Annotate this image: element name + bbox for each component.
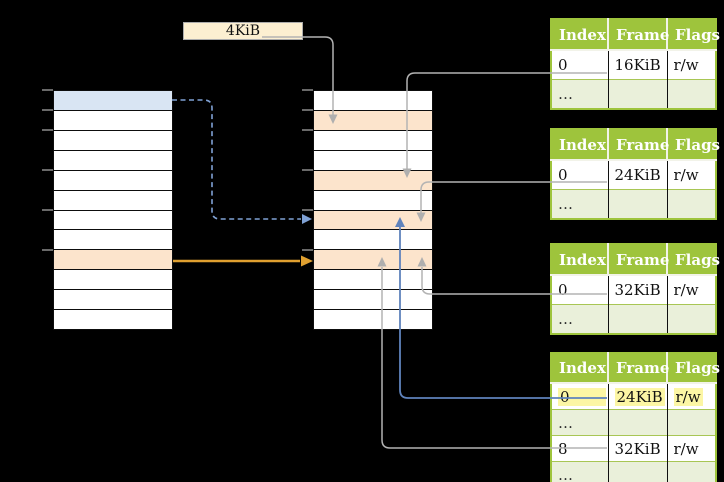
- column-header: Index: [551, 244, 609, 276]
- table-cell: [608, 461, 668, 482]
- highlighted-value: r/w: [673, 387, 703, 406]
- physical-memory-column: [313, 90, 433, 331]
- table-cell: [667, 189, 716, 219]
- page-size-text: 4KiB: [225, 23, 261, 39]
- table-row: …: [551, 189, 716, 219]
- table-row: …: [551, 461, 716, 482]
- column-header: Flags: [667, 19, 720, 51]
- virtual-memory-cell-3: [54, 150, 172, 171]
- table-cell: 0: [551, 382, 609, 410]
- virtual-memory-cell-7: [54, 230, 172, 251]
- physical-memory-cell-0: [314, 90, 432, 111]
- physical-memory-cell-3: [314, 150, 432, 171]
- virtual-memory-cell-9: [54, 270, 172, 291]
- table-cell: …: [551, 461, 609, 482]
- virtual-memory-cell-8: [54, 250, 172, 271]
- table-row: …: [551, 409, 716, 436]
- connector-virtual-page-dashed: [172, 99, 312, 224]
- physical-memory-cell-1: [314, 110, 432, 131]
- table-cell: r/w: [667, 159, 716, 190]
- connector-virtual-page-orange: [173, 255, 313, 267]
- virtual-memory-cell-5: [54, 190, 172, 211]
- table-cell: …: [551, 304, 609, 334]
- physical-memory-cell-10: [314, 290, 432, 311]
- column-header: Index: [551, 353, 609, 384]
- physical-memory-cell-7: [314, 230, 432, 251]
- column-header: Flags: [667, 353, 720, 384]
- table-cell: …: [551, 189, 609, 219]
- table-cell: [667, 461, 716, 482]
- table-cell: [667, 304, 716, 334]
- table-cell: r/w: [667, 49, 716, 80]
- table-cell: …: [551, 409, 609, 436]
- physical-memory-cell-2: [314, 130, 432, 151]
- table-cell: [608, 304, 668, 334]
- table-cell: 32KiB: [608, 435, 668, 462]
- column-header: Index: [551, 19, 609, 51]
- table-row: …: [551, 79, 716, 109]
- physical-memory-cell-6: [314, 210, 432, 231]
- column-header: Flags: [667, 129, 720, 161]
- table-cell: r/w: [667, 382, 716, 410]
- table-cell: …: [551, 79, 609, 109]
- highlighted-value: 24KiB: [614, 387, 665, 406]
- physical-memory-cell-5: [314, 190, 432, 211]
- physical-memory-cell-9: [314, 270, 432, 291]
- virtual-memory-cell-2: [54, 130, 172, 151]
- column-header: Frame: [608, 353, 669, 384]
- physical-memory-cell-8: [314, 250, 432, 271]
- column-header: Index: [551, 129, 609, 161]
- virtual-memory-cell-6: [54, 210, 172, 231]
- table-row: 0 24KiB r/w: [551, 382, 716, 410]
- table-cell: [667, 409, 716, 436]
- table-cell: r/w: [667, 435, 716, 462]
- column-header: Frame: [608, 244, 669, 276]
- virtual-memory-cell-0: [54, 90, 172, 111]
- physical-memory-cell-4: [314, 170, 432, 191]
- table-cell: [608, 189, 668, 219]
- virtual-memory-cell-10: [54, 290, 172, 311]
- virtual-memory-cell-11: [54, 310, 172, 331]
- table-cell: 0: [551, 159, 609, 190]
- virtual-memory-column: [53, 90, 173, 331]
- table-cell: 24KiB: [608, 159, 668, 190]
- table-row: …: [551, 304, 716, 334]
- page-size-label: 4KiB: [183, 22, 303, 40]
- highlighted-value: 0: [558, 387, 606, 406]
- table-cell: 32KiB: [608, 274, 668, 305]
- table-cell: r/w: [667, 274, 716, 305]
- column-header: Flags: [667, 244, 720, 276]
- table-cell: 0: [551, 49, 609, 80]
- column-header: Frame: [608, 129, 669, 161]
- virtual-memory-cell-1: [54, 110, 172, 131]
- physical-memory-cell-11: [314, 310, 432, 331]
- table-cell: [667, 79, 716, 109]
- column-header: Frame: [608, 19, 669, 51]
- virtual-memory-cell-4: [54, 170, 172, 191]
- table-cell: 24KiB: [608, 382, 668, 410]
- table-cell: 8: [551, 435, 609, 462]
- table-cell: [608, 79, 668, 109]
- table-cell: 0: [551, 274, 609, 305]
- table-cell: 16KiB: [608, 49, 668, 80]
- table-cell: [608, 409, 668, 436]
